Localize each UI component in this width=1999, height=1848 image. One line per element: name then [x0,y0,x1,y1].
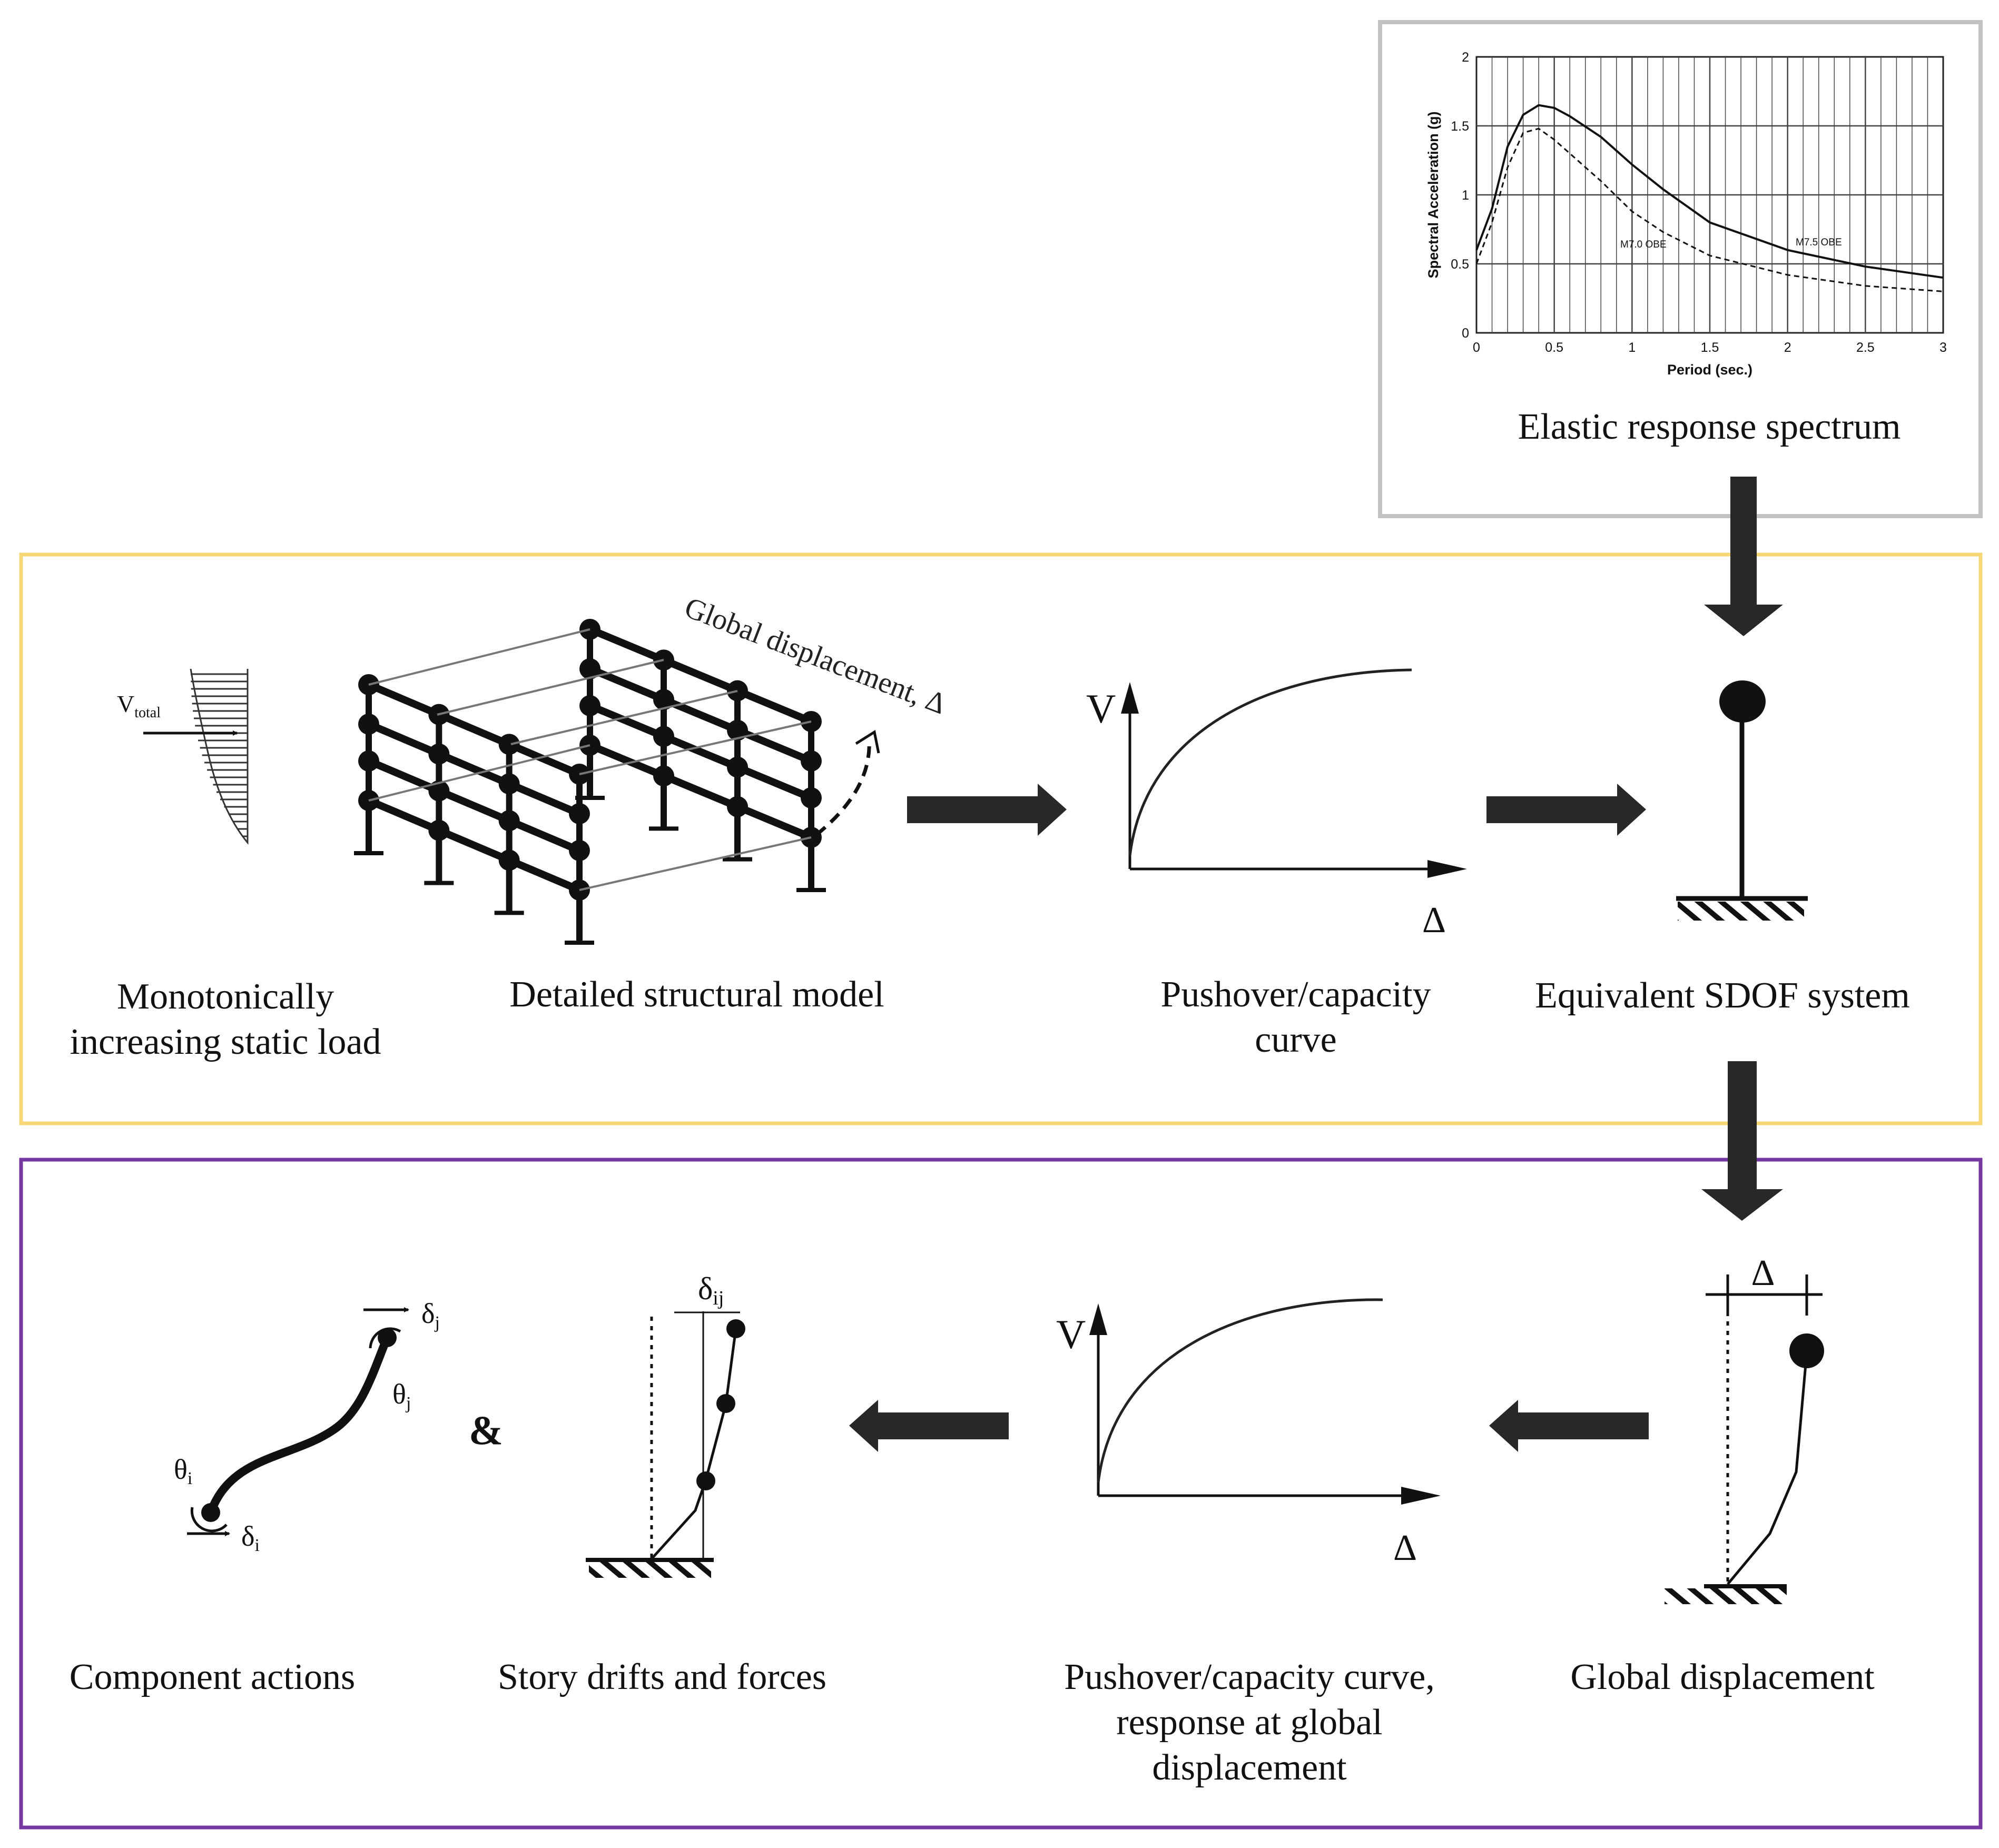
arrow-left-1 [1489,1400,1649,1452]
series-m70-obe-line [1475,127,1944,292]
x-tick-label: 0.5 [1545,340,1563,355]
caption-load-line1: Monotonically [117,976,334,1017]
delta-label: Δ [1751,1253,1775,1293]
y-tick-label: 1 [1462,188,1469,203]
displacement-dashed-arc [815,739,871,836]
y-tick-label: 1.5 [1451,119,1469,134]
pushover-curve-bottom: V Δ [1056,1298,1441,1568]
axis-delta: Δ [1422,900,1446,941]
caption-story: Story drifts and forces [498,1657,826,1697]
arrow-left-2 [849,1400,1009,1452]
grid [1476,57,1943,333]
displaced-mass [1789,1333,1824,1368]
x-axis-label: Period (sec.) [1667,362,1752,378]
x-tick-label: 1.5 [1701,340,1719,355]
spectrum-panel [1378,20,1983,518]
axis-v: V [1056,1311,1086,1357]
spectrum-chart: 0 0.5 1 1.5 2 2.5 3 0 0.5 1 1.5 2 M7.0 OBE M7.5 OB… [1425,50,1947,378]
caption-global: Global displacement [1570,1657,1875,1697]
arrow-right-2 [1486,784,1646,836]
y-tick-label: 2 [1462,50,1469,65]
global-displacement-label: Global displacement, Δ [680,591,950,720]
series-m75-obe-line [1475,104,1944,279]
x-tick-label: 0 [1473,340,1480,355]
y-tick-label: 0 [1462,326,1469,341]
series-label-m70: M7.0 OBE [1620,239,1667,250]
story-drifts-sketch: δij [586,1271,745,1578]
axis-v: V [1086,686,1116,732]
vtotal-label: Vtotal [117,690,161,721]
middle-panel [19,552,1983,1125]
caption-pushover-line1: Pushover/capacity [1160,974,1431,1015]
spectrum-caption: Elastic response spectrum [1518,407,1900,447]
component-actions-sketch: θi δi θj δj [174,1298,440,1555]
caption-pushover-line2: response at global [1116,1702,1382,1743]
flow-arrows [849,477,1783,1452]
caption-component: Component actions [70,1657,355,1697]
x-tick-labels: 0 0.5 1 1.5 2 2.5 3 [1473,340,1947,355]
x-tick-label: 2 [1784,340,1791,355]
x-tick-label: 3 [1939,340,1947,355]
global-displacement-sketch: Δ [1665,1253,1824,1604]
delta-i-label: δi [241,1520,260,1555]
theta-j-label: θj [392,1378,411,1413]
delta-j-label: δj [421,1298,440,1332]
ampersand: & [469,1407,503,1453]
y-tick-label: 0.5 [1451,257,1469,272]
load-hatch-lines [191,673,248,837]
arrow-right-1 [907,784,1067,836]
y-axis-label: Spectral Acceleration (g) [1425,111,1441,278]
structural-frame-model [354,619,826,945]
caption-model: Detailed structural model [509,974,884,1015]
caption-pushover-line2: curve [1255,1020,1336,1060]
x-tick-label: 2.5 [1856,340,1875,355]
caption-pushover-line3: displacement [1152,1747,1347,1788]
arrow-down-1 [1704,477,1783,636]
sdof-mass [1719,680,1766,723]
series-label-m75: M7.5 OBE [1796,237,1842,248]
caption-sdof: Equivalent SDOF system [1535,975,1910,1016]
bottom-panel [19,1158,1983,1830]
load-profile: Vtotal [117,668,249,845]
pushover-curve-middle: V Δ [1086,668,1467,941]
sdof-system [1676,680,1808,921]
caption-pushover-line1: Pushover/capacity curve, [1064,1657,1435,1697]
caption-load-line2: increasing static load [70,1022,381,1062]
axis-delta: Δ [1393,1528,1417,1568]
theta-i-label: θi [174,1454,192,1488]
arrow-down-2 [1701,1061,1783,1221]
x-tick-label: 1 [1628,340,1636,355]
delta-ij-label: δij [698,1271,724,1309]
y-tick-labels: 0 0.5 1 1.5 2 [1451,50,1469,341]
